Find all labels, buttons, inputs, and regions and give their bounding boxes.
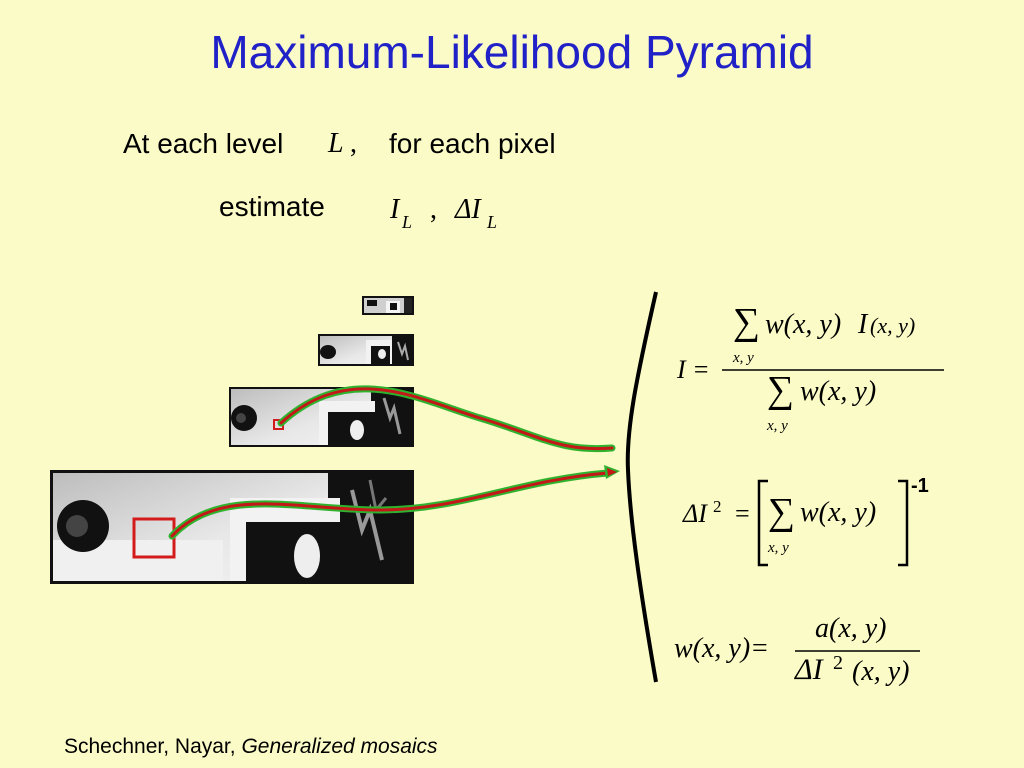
pyramid-level-3-image <box>362 296 414 315</box>
footer-citation: Schechner, Nayar, Generalized mosaics <box>64 735 438 759</box>
left-brace <box>628 292 656 682</box>
eq2-left-bracket <box>759 481 768 565</box>
eq3-den-args: (x, y) <box>852 656 910 688</box>
eq2-equals: = <box>735 499 750 529</box>
eq1-den-sum-index: x, y <box>767 418 788 435</box>
eq2-sum: ∑ <box>768 490 795 534</box>
eq1-num-args: (x, y) <box>870 313 915 339</box>
eq2-exponent: -1 <box>911 475 929 498</box>
footer-authors: Schechner, Nayar, <box>64 735 236 758</box>
eq1-num-sum: ∑ <box>733 300 760 344</box>
eq3-den-sup: 2 <box>833 652 843 675</box>
eq3-lhs: w(x, y)= <box>674 633 769 665</box>
pyramid-level-0-image <box>50 470 414 584</box>
eq2-sum-index: x, y <box>768 540 789 557</box>
eq2-lhs: ΔI <box>683 499 707 529</box>
eq1-num-w: w(x, y) <box>765 309 841 341</box>
eq1-num-sum-index: x, y <box>733 350 754 367</box>
pyramid-level-2-image <box>318 334 414 366</box>
eq1-den-sum: ∑ <box>767 368 794 412</box>
eq2-lhs-sup: 2 <box>713 497 722 517</box>
footer-work-title: Generalized mosaics <box>241 735 437 758</box>
eq2-right-bracket <box>898 481 907 565</box>
eq2-body: w(x, y) <box>800 497 876 529</box>
eq1-num-I: I <box>858 309 867 341</box>
eq3-numerator: a(x, y) <box>815 613 887 645</box>
eq3-den-I: ΔI <box>795 653 823 687</box>
eq1-den-w: w(x, y) <box>800 376 876 408</box>
eq1-lhs: I = <box>677 355 710 385</box>
